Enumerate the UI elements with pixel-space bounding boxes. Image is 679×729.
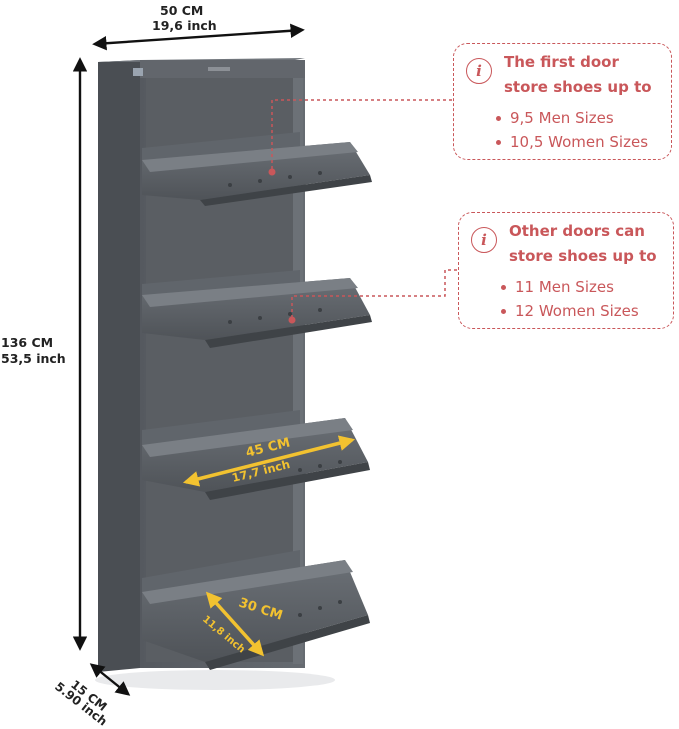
callout-other-doors-list: 11 Men Sizes 12 Women Sizes <box>471 275 663 323</box>
brand-plate <box>208 67 230 71</box>
callout-other-doors-header: i Other doors can store shoes up to <box>471 219 663 269</box>
height-imperial: 53,5 inch <box>1 351 66 366</box>
info-icon: i <box>471 227 497 253</box>
callout-title-line2: store shoes up to <box>504 78 652 96</box>
callout-dot-1 <box>268 168 276 176</box>
info-icon: i <box>466 58 492 84</box>
width-dimension-line <box>92 23 305 51</box>
logo-mark <box>133 68 143 76</box>
callout-leader-2 <box>291 269 457 318</box>
door-depth-line <box>205 591 265 657</box>
list-item: 12 Women Sizes <box>501 299 663 323</box>
list-item: 10,5 Women Sizes <box>496 130 661 154</box>
list-item: 11 Men Sizes <box>501 275 663 299</box>
callout-first-door: i The first door store shoes up to 9,5 M… <box>453 43 672 160</box>
floor-shadow <box>95 670 335 690</box>
width-imperial: 19,6 inch <box>152 18 217 33</box>
list-item: 9,5 Men Sizes <box>496 106 661 130</box>
door-width-line <box>182 435 356 487</box>
cabinet-right-edge <box>293 64 303 664</box>
callout-title-line2: store shoes up to <box>509 247 657 265</box>
depth-dimension-line <box>89 663 131 696</box>
callout-first-door-list: 9,5 Men Sizes 10,5 Women Sizes <box>466 106 661 154</box>
width-metric: 50 CM <box>160 3 203 18</box>
callout-dot-2 <box>288 316 296 324</box>
callout-other-doors-title: Other doors can store shoes up to <box>509 219 657 269</box>
shoe-door-2 <box>142 270 372 348</box>
shoe-door-1 <box>142 132 372 206</box>
height-metric: 136 CM <box>1 335 53 350</box>
callout-leader-1 <box>271 99 452 170</box>
callout-title-line1: The first door <box>504 53 619 71</box>
callout-first-door-header: i The first door store shoes up to <box>466 50 661 100</box>
callout-title-line1: Other doors can <box>509 222 645 240</box>
callout-first-door-title: The first door store shoes up to <box>504 50 652 100</box>
cabinet-side-panel <box>98 60 140 672</box>
callout-other-doors: i Other doors can store shoes up to 11 M… <box>458 212 674 329</box>
